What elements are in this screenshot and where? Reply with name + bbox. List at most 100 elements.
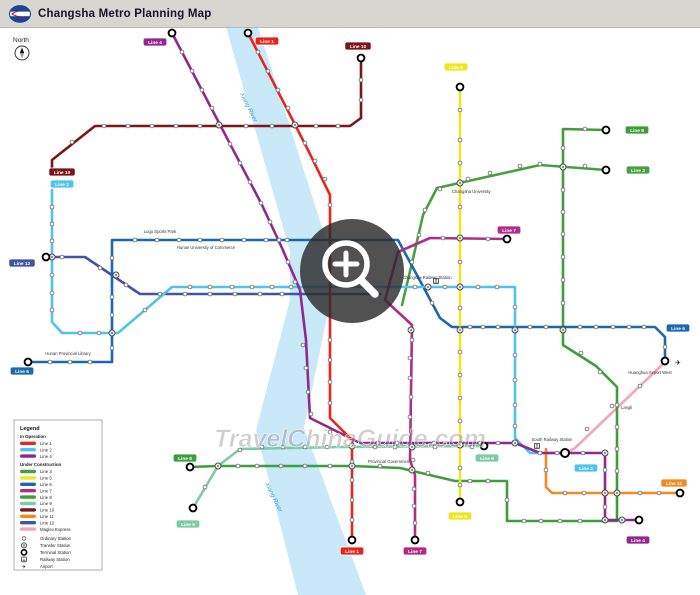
station-dot (187, 284, 193, 290)
station-dot (422, 207, 428, 213)
station-dot (577, 518, 583, 524)
station-dot (302, 444, 308, 450)
station-dot (504, 497, 510, 503)
station-dot (560, 254, 566, 260)
zoom-icon[interactable] (322, 240, 370, 288)
station-dot (154, 237, 160, 243)
station-dot (581, 490, 587, 496)
legend-item-label: Line 6 (40, 482, 52, 487)
terminal-station (601, 125, 611, 135)
station-dot (284, 237, 290, 243)
station-dot (467, 478, 473, 484)
station-dot (324, 444, 330, 450)
station-dot (578, 350, 584, 356)
transfer-cross-icon (603, 518, 607, 522)
legend-swatch (20, 454, 36, 458)
station-dot (279, 291, 285, 297)
legend-item-label: Line 9 (40, 501, 52, 506)
station-dot (322, 176, 328, 182)
legend-marker-label: Airport (40, 564, 53, 569)
line-badge-label: Line 4 (148, 40, 162, 46)
transfer-cross-icon (561, 328, 565, 332)
line-badge-label: Line 6 (15, 369, 29, 375)
zoom-plus-icon[interactable] (332, 250, 360, 278)
station-dot (372, 444, 378, 450)
station-dot (537, 161, 543, 167)
legend-swatch (20, 508, 36, 512)
station-dot (457, 349, 463, 355)
station-dot (349, 497, 355, 503)
zoom-handle-icon[interactable] (357, 276, 379, 298)
transfer-cross-icon (615, 491, 619, 495)
station-dot (280, 444, 286, 450)
station-dot (626, 324, 632, 330)
terminal-station (675, 488, 685, 498)
station-dot (457, 305, 463, 311)
transfer-cross-icon (561, 165, 565, 169)
transfer-cross-icon (350, 464, 354, 468)
line-badge-label: Line 8 (178, 456, 192, 462)
station-dot (411, 503, 417, 509)
transfer-cross-icon (410, 468, 414, 472)
line-badge (625, 165, 651, 175)
metro-line-line7 (383, 236, 509, 542)
station-dot (109, 255, 115, 261)
station-dot (560, 187, 566, 193)
station-dot (276, 237, 282, 243)
page-title: Changsha Metro Planning Map (38, 7, 212, 20)
station-dot (485, 478, 491, 484)
station-dot (457, 107, 463, 113)
railway-glyph (434, 279, 438, 283)
station-dot (349, 477, 355, 483)
zoom-overlay[interactable] (300, 219, 404, 323)
transfer-cross-icon (293, 123, 297, 127)
station-dot (109, 294, 115, 300)
station-dot (207, 284, 213, 290)
line-badge-label: Line 10 (54, 170, 71, 176)
station-dot (67, 359, 73, 365)
terminal-station (23, 357, 33, 367)
legend-swatch (20, 448, 36, 452)
line-badge (665, 323, 691, 333)
transfer-cross-icon (603, 451, 607, 455)
terminal-station (455, 497, 465, 507)
station-dot (132, 237, 138, 243)
station-dot (457, 259, 463, 265)
station-label: Langli (621, 405, 632, 410)
line-badge-label: Line 10 (350, 44, 367, 50)
station-dot (662, 344, 668, 350)
station-dot (285, 105, 291, 111)
transfer-cross-icon (216, 464, 220, 468)
station-dot (327, 357, 333, 363)
station-dot (457, 372, 463, 378)
station-dot (614, 446, 620, 452)
station-dot (582, 126, 588, 132)
station-dot (584, 426, 590, 432)
station-dot (358, 97, 364, 103)
station-dot (494, 284, 500, 290)
station-dot (512, 304, 518, 310)
terminal-station (167, 28, 177, 38)
line-badge-label: Line 3 (631, 168, 645, 174)
station-dot (47, 359, 53, 365)
zoom-overlay-circle[interactable] (300, 219, 404, 323)
legend-marker-label: Terminal Station (40, 550, 71, 555)
line-badge (339, 546, 365, 556)
station-dot (285, 259, 291, 265)
station-label: Changsha Railway Station (402, 275, 452, 280)
transfer-cross-icon (350, 444, 354, 448)
station-dot (537, 450, 543, 456)
station-dot (577, 324, 583, 330)
station-dot (543, 467, 549, 473)
legend-item-label: Line 12 (40, 520, 55, 525)
station-dot (485, 236, 491, 242)
station-dot (521, 518, 527, 524)
line-badge-label: Line 7 (502, 228, 516, 234)
terminal-station (188, 503, 198, 513)
station-dot (412, 520, 418, 526)
station-dot (610, 324, 616, 330)
legend-swatch (20, 521, 36, 525)
station-dot (560, 300, 566, 306)
line-badge (402, 546, 428, 556)
